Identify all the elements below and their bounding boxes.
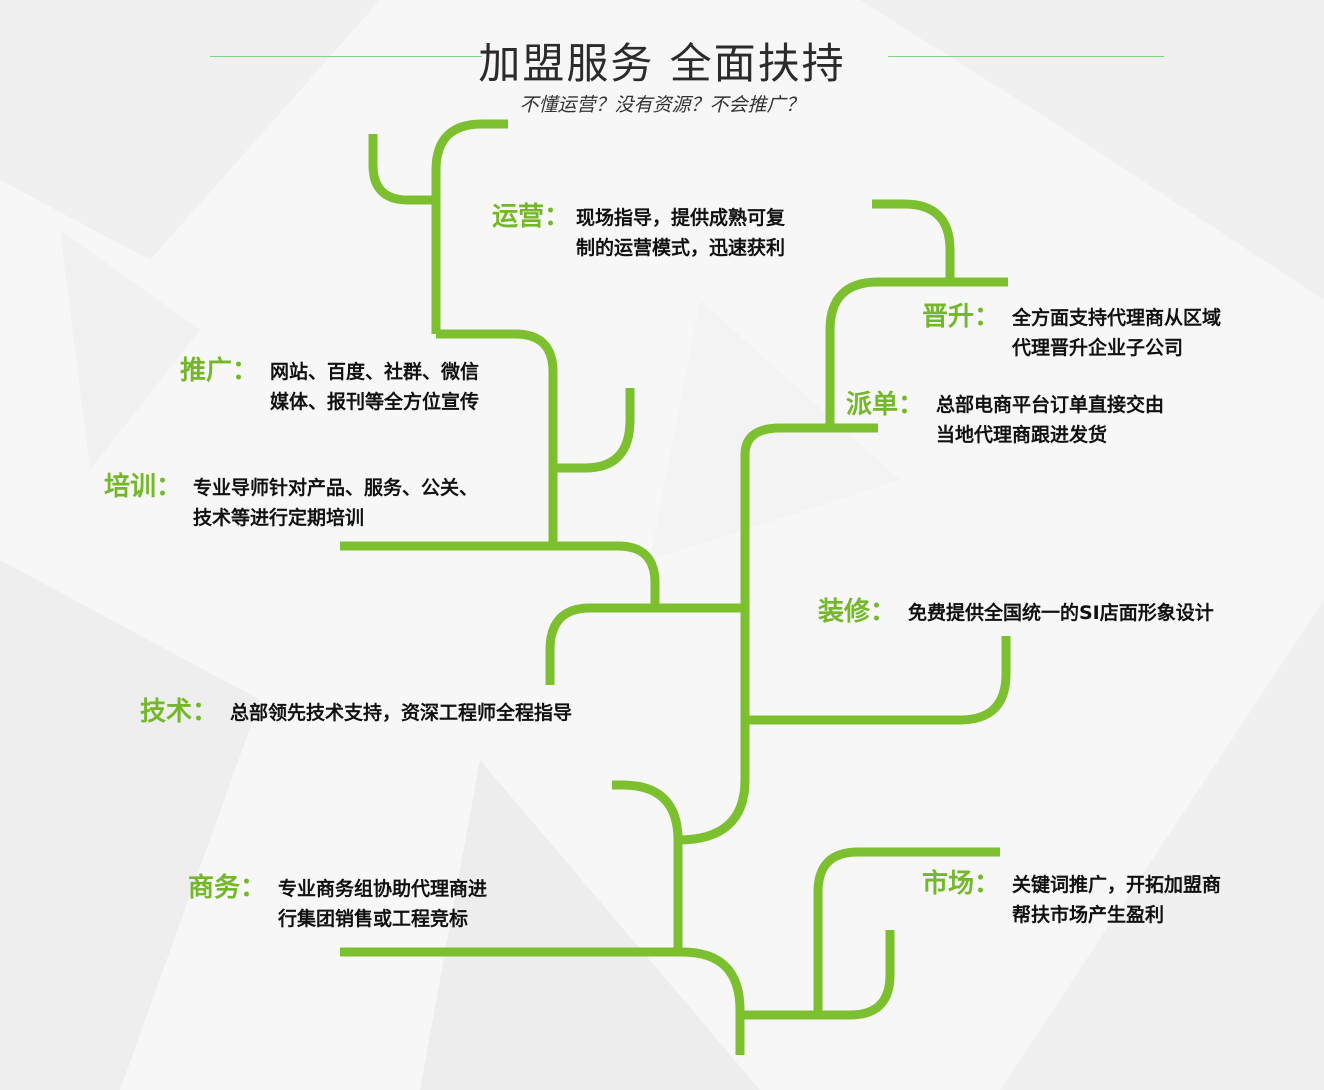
desc-paidan: 总部电商平台订单直接交由 当地代理商跟进发货: [936, 390, 1164, 450]
branch-jishu: [545, 603, 745, 685]
desc-line: 媒体、报刊等全方位宣传: [270, 391, 480, 413]
title-rule-right: [888, 56, 1164, 57]
desc-zhuangxiu: 免费提供全国统一的SI店面形象设计: [908, 598, 1214, 628]
desc-line: 网站、百度、社群、微信: [270, 361, 480, 383]
label-shangwu: 商务：: [188, 873, 267, 903]
desc-jishu: 总部领先技术支持，资深工程师全程指导: [230, 698, 572, 728]
desc-line: 专业商务组协助代理商进: [278, 878, 488, 900]
branch-jinsheng: [872, 199, 955, 282]
label-yunying: 运营：: [492, 202, 571, 232]
branch-shichang-hook: [818, 930, 895, 1020]
branch-yunying-hook: [368, 134, 436, 205]
title-rule-left: [210, 56, 482, 57]
branch-to-main: [677, 423, 878, 845]
label-jinsheng: 晋升：: [922, 302, 1001, 332]
desc-line: 当地代理商跟进发货: [936, 424, 1108, 446]
desc-line: 关键词推广，开拓加盟商: [1012, 874, 1222, 896]
desc-line: 代理晋升企业子公司: [1012, 337, 1184, 359]
branch-tuiguang-hook: [553, 388, 635, 473]
desc-line: 总部电商平台订单直接交由: [936, 394, 1165, 416]
desc-line: 全方面支持代理商从区域: [1012, 307, 1222, 329]
label-zhuangxiu: 装修：: [818, 597, 897, 627]
desc-line: 现场指导，提供成熟可复: [576, 207, 786, 229]
branch-shangwu-trunk: [612, 780, 683, 952]
desc-peixun: 专业导师针对产品、服务、公关、 技术等进行定期培训: [193, 473, 478, 533]
desc-line: 总部领先技术支持，资深工程师全程指导: [230, 702, 573, 724]
desc-line: 行集团销售或工程竞标: [278, 908, 469, 930]
branch-zhuangxiu: [745, 636, 1011, 725]
branch-tuiguang: [436, 329, 558, 546]
label-peixun: 培训：: [104, 472, 183, 502]
branch-yunying: [431, 119, 508, 334]
trunk-base: [340, 947, 745, 1055]
desc-line: 专业导师针对产品、服务、公关、: [193, 477, 479, 499]
desc-jinsheng: 全方面支持代理商从区域 代理晋升企业子公司: [1012, 303, 1221, 363]
desc-line: 制的运营模式，迅速获利: [576, 237, 786, 259]
desc-shangwu: 专业商务组协助代理商进 行集团销售或工程竞标: [278, 874, 487, 934]
branch-shichang: [740, 847, 1000, 1020]
label-tuiguang: 推广：: [180, 356, 259, 386]
desc-line: 帮扶市场产生盈利: [1012, 904, 1165, 926]
label-paidan: 派单：: [846, 390, 925, 420]
page-title: 加盟服务 全面扶持: [478, 39, 846, 88]
desc-line: 免费提供全国统一的SI店面形象设计: [908, 602, 1214, 624]
desc-tuiguang: 网站、百度、社群、微信 媒体、报刊等全方位宣传: [270, 357, 479, 417]
branch-paidan: [825, 277, 1008, 428]
page-subtitle: 不懂运营？没有资源？不会推广？: [519, 94, 805, 116]
desc-yunying: 现场指导，提供成熟可复 制的运营模式，迅速获利: [576, 203, 785, 263]
desc-line: 技术等进行定期培训: [193, 507, 365, 529]
label-jishu: 技术：: [140, 697, 219, 727]
label-shichang: 市场：: [922, 869, 1001, 899]
branch-peixun: [340, 541, 660, 608]
desc-shichang: 关键词推广，开拓加盟商 帮扶市场产生盈利: [1012, 870, 1221, 930]
